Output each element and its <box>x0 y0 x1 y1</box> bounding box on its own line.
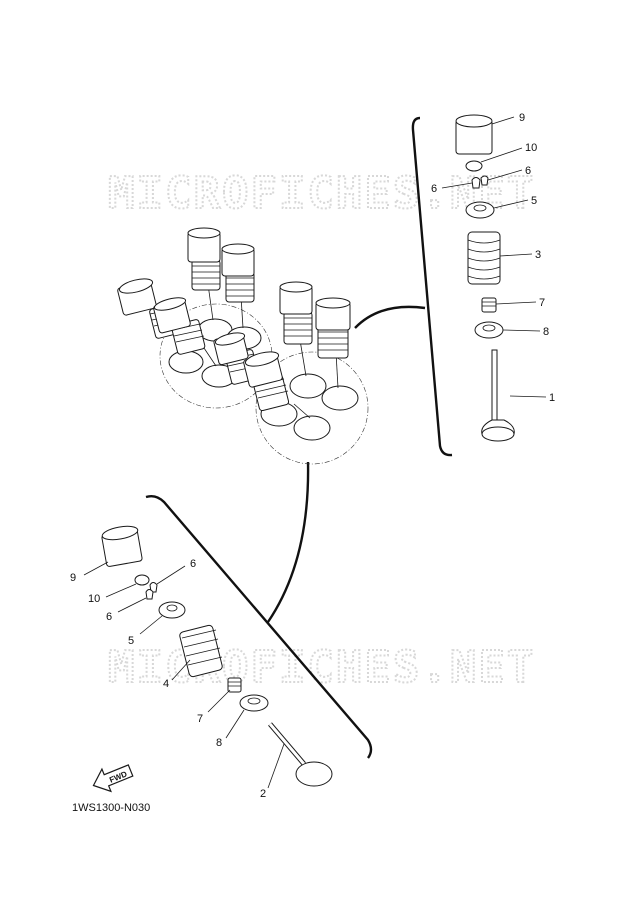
fwd-arrow-icon: FWD <box>92 764 134 793</box>
spring-seat-upper <box>474 321 504 339</box>
callout-5-lower: 5 <box>128 635 134 647</box>
watermark-upper: MICROFICHES.NET <box>108 168 535 219</box>
callout-8-upper: 8 <box>543 326 549 338</box>
stem-seal-upper <box>481 297 497 313</box>
valve-cotter-lower-b <box>145 589 154 600</box>
callout-3-upper: 3 <box>535 249 541 261</box>
callout-7-upper: 7 <box>539 297 545 309</box>
lower-group-bracket <box>145 494 373 759</box>
valve-pad-lower <box>134 574 150 586</box>
callout-10-lower: 10 <box>88 593 100 605</box>
valve-assembly-overview <box>117 227 369 465</box>
spring-stack-8 <box>243 351 290 412</box>
valve-cotter-lower-a <box>149 582 158 593</box>
callout-6-upper-left: 6 <box>431 183 437 195</box>
upper-group-bracket <box>411 116 453 457</box>
valve-lifter-lower <box>101 525 143 567</box>
callout-8-lower: 8 <box>216 737 222 749</box>
spring-seat-lower <box>239 694 269 712</box>
lower-connector <box>267 461 310 623</box>
valve-lifter-upper <box>455 114 493 155</box>
spring-retainer-upper <box>465 201 495 219</box>
valve-pad-upper <box>465 160 483 172</box>
callout-10-upper: 10 <box>525 142 537 154</box>
spring-stack-2 <box>221 243 255 303</box>
valve-spring-lower <box>179 624 223 678</box>
chamber-outline-right <box>255 351 369 465</box>
spring-retainer-lower <box>158 601 186 619</box>
valve-cotter-upper-b <box>480 175 489 186</box>
diagram-code: 1WS1300-N030 <box>72 802 151 814</box>
callout-9-lower: 9 <box>70 572 76 584</box>
exhaust-valve <box>268 722 333 787</box>
spring-stack-6 <box>315 297 351 359</box>
stem-seal-lower <box>227 677 242 693</box>
callout-2-lower: 2 <box>260 788 266 800</box>
valve-cotter-upper-a <box>471 177 481 189</box>
callout-6-upper-right: 6 <box>525 165 531 177</box>
upper-connector <box>354 305 426 329</box>
spring-stack-5 <box>279 281 313 345</box>
upper-exploded-group: 9 10 6 6 5 3 7 8 1 <box>431 112 555 442</box>
callout-5-upper: 5 <box>531 195 537 207</box>
callout-4-lower: 4 <box>163 678 169 690</box>
callout-6-lower-left: 6 <box>106 611 112 623</box>
spring-stack-1 <box>187 227 221 291</box>
intake-valve <box>481 349 515 442</box>
spring-stack-4 <box>153 297 206 355</box>
callout-6-lower-right: 6 <box>190 558 196 570</box>
lower-exploded-group: 9 10 6 6 5 4 7 8 2 <box>70 525 333 800</box>
callout-9-upper: 9 <box>519 112 525 124</box>
callout-7-lower: 7 <box>197 713 203 725</box>
valve-spring-upper <box>467 231 501 285</box>
callout-1-upper: 1 <box>549 392 555 404</box>
